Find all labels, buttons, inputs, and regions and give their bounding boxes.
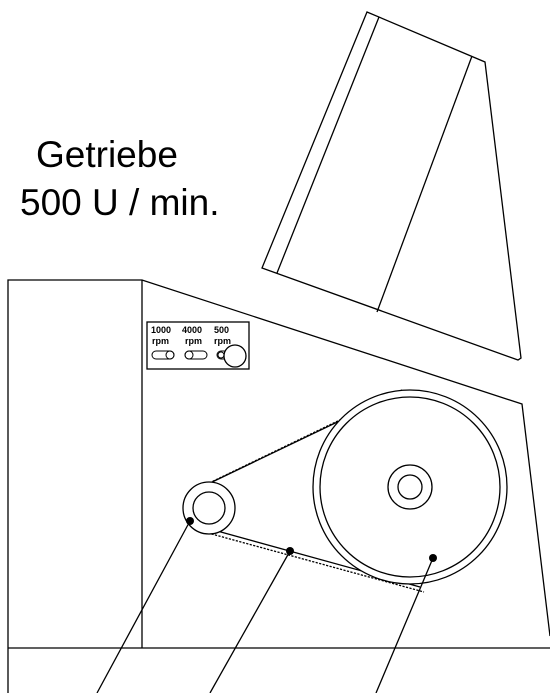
speed-500-unit: rpm: [214, 336, 231, 346]
small-pulley-outer: [182, 481, 236, 535]
large-pulley-hub: [387, 464, 433, 510]
speed-500-slot[interactable]: [216, 344, 247, 368]
leader-small-pulley: [96, 520, 191, 693]
upper-cover-fold-right: [376, 55, 473, 313]
title-line-1: Getriebe: [36, 134, 178, 175]
speed-4000-value: 4000: [182, 325, 202, 335]
speed-selector-knob[interactable]: [223, 344, 247, 368]
speed-1000-slot[interactable]: [151, 350, 175, 360]
belt-lower: [207, 532, 425, 593]
small-pulley-inner: [192, 491, 226, 525]
leader-dot-small-pulley: [186, 517, 194, 525]
leader-large-pulley: [375, 557, 434, 693]
title-line-2: 500 U / min.: [20, 182, 220, 223]
upper-cover-fold-left: [276, 16, 380, 274]
speed-4000-unit: rpm: [185, 336, 202, 346]
large-pulley-outer: [312, 389, 508, 585]
speed-500-value: 500: [214, 325, 229, 335]
leader-belt: [209, 550, 291, 693]
speed-1000-unit: rpm: [152, 336, 169, 346]
speed-4000-slot[interactable]: [184, 350, 208, 360]
speed-panel: [146, 321, 250, 370]
upper-cover: [261, 11, 522, 361]
large-pulley-rim: [319, 396, 501, 578]
speed-1000-value: 1000: [151, 325, 171, 335]
leader-dot-belt: [286, 547, 294, 555]
leader-dot-large-pulley: [429, 554, 437, 562]
large-pulley-bore: [397, 474, 423, 500]
